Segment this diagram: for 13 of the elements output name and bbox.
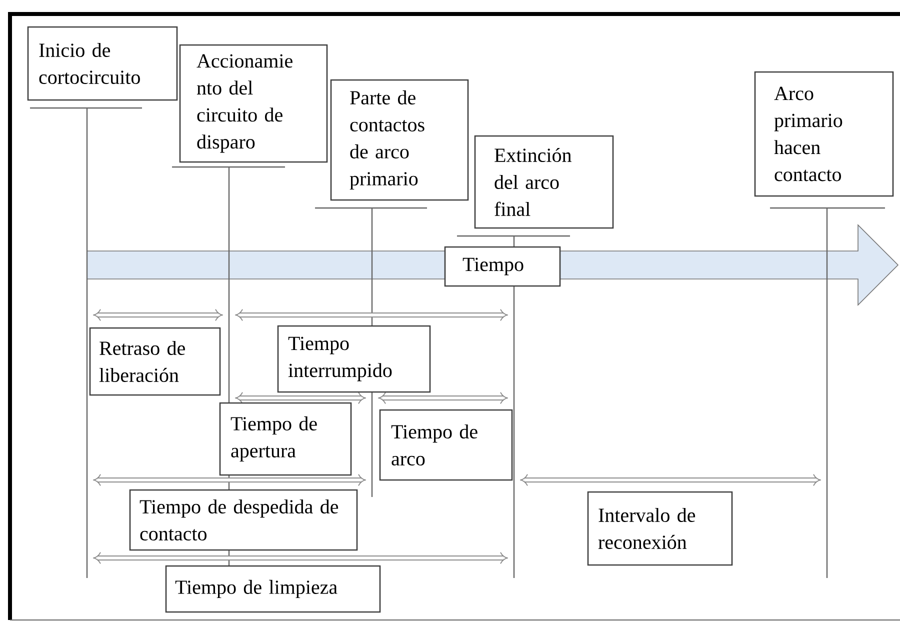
interval-label-box: Tiempo de limpieza [165, 565, 381, 613]
time-label-box: Tiempo [444, 246, 561, 287]
event-box: Extinción del arco final [474, 135, 614, 229]
interval-label-box: Tiempo interrumpido [277, 325, 431, 393]
interval-label-box: Tiempo de despedida de contacto [129, 489, 358, 551]
interval-label-box: Tiempo de apertura [219, 402, 352, 476]
event-box: Accionamie nto del circuito de disparo [179, 44, 328, 163]
interval-label-box: Retraso de liberación [89, 327, 221, 396]
event-box: Arco primario hacen contacto [754, 71, 894, 197]
interval-label-box: Intervalo de reconexión [587, 491, 733, 566]
event-box: Inicio de cortocircuito [27, 26, 178, 101]
interval-label-box: Tiempo de arco [379, 409, 513, 481]
event-box: Parte de contactos de arco primario [330, 79, 469, 201]
